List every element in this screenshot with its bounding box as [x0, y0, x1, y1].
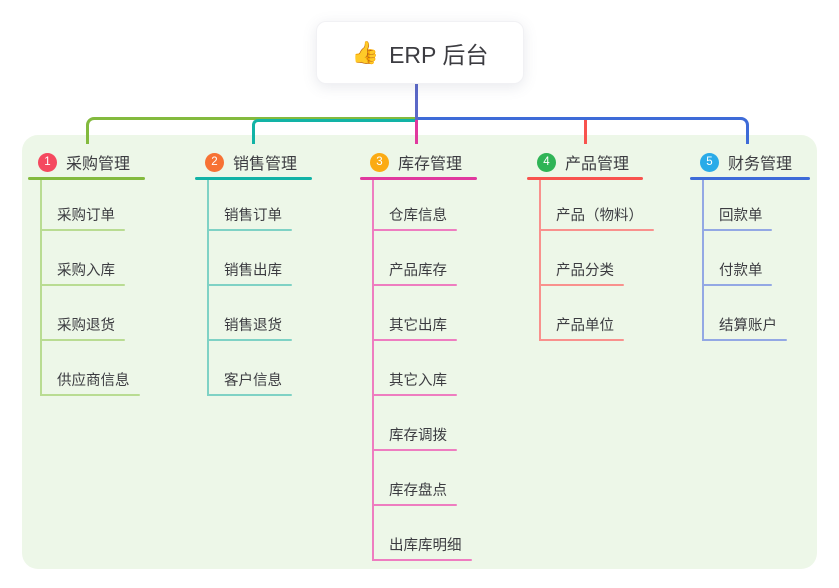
branch-item-label[interactable]: 销售订单: [224, 208, 282, 224]
branch-item-underline: [40, 394, 140, 396]
branch-item-label[interactable]: 付款单: [719, 263, 763, 279]
branch-item-underline: [207, 284, 292, 286]
branch-number-badge: 2: [205, 152, 224, 172]
root-node[interactable]: 👍 ERP 后台: [316, 21, 524, 84]
thumbs-up-icon: 👍: [351, 39, 380, 65]
branch-number-badge: 4: [537, 152, 556, 172]
branch-item-underline: [207, 229, 292, 231]
branch-item-label[interactable]: 采购入库: [57, 263, 115, 279]
branch-item-underline: [372, 504, 457, 506]
branch-item-label[interactable]: 产品分类: [556, 263, 614, 279]
branch-underline: [690, 177, 810, 180]
connector-branch-2: [252, 119, 416, 144]
branch-item-underline: [539, 339, 624, 341]
branch-item-label[interactable]: 产品库存: [389, 263, 447, 279]
branch-item-underline: [702, 284, 772, 286]
branch-title[interactable]: 4 产品管理: [537, 150, 629, 174]
branch-item-label[interactable]: 产品（物料）: [556, 208, 643, 224]
branch-item-label[interactable]: 其它出库: [389, 318, 447, 334]
branch-label: 库存管理: [398, 156, 463, 173]
branch-item-underline: [207, 339, 292, 341]
branch-items-connector-line: [372, 180, 374, 561]
connector-branch-5: [416, 117, 749, 144]
branch-underline: [28, 177, 145, 180]
branch-item-label[interactable]: 仓库信息: [389, 208, 447, 224]
branch-item-label[interactable]: 库存调拨: [389, 428, 447, 444]
branch-label: 财务管理: [728, 156, 793, 173]
branch-title[interactable]: 1 采购管理: [38, 150, 130, 174]
branch-label: 产品管理: [565, 156, 630, 173]
branch-underline: [360, 177, 477, 180]
branch-title[interactable]: 5 财务管理: [700, 150, 792, 174]
branch-item-label[interactable]: 出库库明细: [389, 538, 462, 554]
branch-item-label[interactable]: 销售出库: [224, 263, 282, 279]
connector-branch-3: [415, 120, 418, 144]
branch-item-underline: [539, 229, 654, 231]
branch-item-label[interactable]: 库存盘点: [389, 483, 447, 499]
branch-item-underline: [539, 284, 624, 286]
branch-item-label[interactable]: 回款单: [719, 208, 763, 224]
branch-item-label[interactable]: 采购退货: [57, 318, 115, 334]
connector-branch-4: [584, 120, 587, 144]
branch-item-label[interactable]: 其它入库: [389, 373, 447, 389]
branch-items-connector-line: [539, 180, 541, 341]
branch-title[interactable]: 3 库存管理: [370, 150, 462, 174]
connector-root-drop: [415, 82, 418, 120]
branch-item-label[interactable]: 销售退货: [224, 318, 282, 334]
branch-label: 采购管理: [66, 156, 131, 173]
branch-item-label[interactable]: 客户信息: [224, 373, 282, 389]
branch-item-label[interactable]: 供应商信息: [57, 373, 130, 389]
branch-item-underline: [40, 229, 125, 231]
branch-item-underline: [372, 284, 457, 286]
branch-item-underline: [207, 394, 292, 396]
branch-underline: [195, 177, 312, 180]
branch-item-underline: [702, 229, 772, 231]
branch-item-underline: [372, 229, 457, 231]
branch-item-label[interactable]: 采购订单: [57, 208, 115, 224]
branch-items-connector-line: [207, 180, 209, 396]
connector-branch-1: [86, 117, 416, 144]
branch-item-underline: [372, 339, 457, 341]
branch-items-connector-line: [40, 180, 42, 396]
branch-items-connector-line: [702, 180, 704, 341]
branch-number-badge: 5: [700, 152, 719, 172]
branch-number-badge: 3: [370, 152, 389, 172]
branch-item-underline: [372, 449, 457, 451]
branch-item-label[interactable]: 产品单位: [556, 318, 614, 334]
branch-item-underline: [372, 394, 457, 396]
branch-item-underline: [372, 559, 472, 561]
branch-label: 销售管理: [233, 156, 298, 173]
branch-item-label[interactable]: 结算账户: [719, 318, 777, 334]
branch-underline: [527, 177, 643, 180]
branch-item-underline: [702, 339, 787, 341]
branch-number-badge: 1: [38, 152, 57, 172]
root-node-label: ERP 后台: [389, 41, 489, 68]
branch-title[interactable]: 2 销售管理: [205, 150, 297, 174]
branch-item-underline: [40, 339, 125, 341]
branch-item-underline: [40, 284, 125, 286]
mindmap-canvas[interactable]: [22, 135, 817, 569]
